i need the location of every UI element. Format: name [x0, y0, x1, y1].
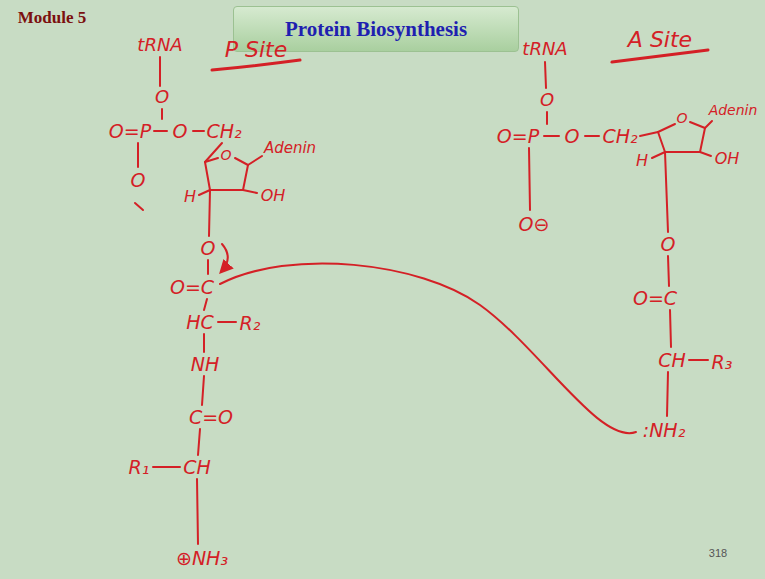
atom-label: OH [715, 151, 740, 167]
atom-label: P Site [225, 39, 288, 61]
label-text: O=P [497, 125, 539, 147]
atom-label: O [131, 171, 146, 190]
atom-label: tRNA [137, 36, 182, 54]
label-text: H [184, 187, 196, 206]
atom-label: O [173, 122, 188, 141]
label-text: O [565, 125, 580, 147]
atom-label: O=P [497, 127, 539, 146]
label-text: O [131, 169, 146, 191]
label-text: :NH₂ [643, 419, 686, 441]
module-label: Module 5 [18, 8, 86, 28]
atom-label: OH [261, 188, 286, 204]
atom-label: O [540, 91, 554, 109]
label-text: A Site [628, 27, 692, 52]
atom-label: A Site [628, 29, 692, 51]
atom-label: H [184, 189, 196, 205]
atom-label: Adenin [264, 141, 316, 156]
atom-label: O [661, 235, 676, 254]
label-text: O [155, 86, 169, 107]
atom-label: O [201, 239, 216, 258]
label-text: Adenin [709, 102, 758, 118]
atom-label: O⊖ [519, 215, 550, 234]
atom-label: O=C [633, 289, 677, 308]
atom-label: NH [191, 355, 220, 374]
label-text: O [676, 110, 687, 126]
label-text: CH₂ [206, 120, 241, 142]
label-text: 318 [709, 547, 727, 559]
label-text: O [220, 147, 231, 163]
atom-label: CH₂ [602, 127, 637, 146]
label-text: O=C [170, 276, 214, 298]
label-text: CH [658, 349, 686, 371]
label-text: O [173, 120, 188, 142]
atom-label: CH₂ [206, 122, 241, 141]
label-text: O [661, 233, 676, 255]
label-text: O [540, 89, 554, 110]
atom-label: CH [658, 351, 686, 370]
atom-label: tRNA [522, 40, 567, 58]
atom-label: C=O [189, 408, 233, 427]
label-text: C=O [189, 406, 233, 428]
atom-label: ⊕NH₃ [176, 549, 228, 568]
label-text: NH [191, 353, 220, 375]
atom-label: :NH₂ [643, 421, 686, 440]
atom-label: HC [186, 313, 214, 332]
label-text: O [201, 237, 216, 259]
label-text: P Site [225, 37, 288, 62]
atom-label: CH [183, 458, 211, 477]
label-text: OH [715, 149, 740, 168]
atom-label: R₁ [129, 458, 150, 477]
label-text: R₁ [129, 456, 150, 478]
label-text: Adenin [264, 139, 316, 157]
label-text: CH [183, 456, 211, 478]
atom-label: R₂ [240, 314, 261, 333]
atom-label: O=C [170, 278, 214, 297]
atom-label: O [220, 148, 231, 162]
label-text: R₂ [240, 312, 261, 334]
label-text: HC [186, 311, 214, 333]
atom-label: O=P [109, 122, 151, 141]
label-text: tRNA [522, 38, 567, 59]
label-text: O⊖ [519, 213, 550, 235]
atom-label: Adenin [709, 103, 758, 117]
label-text: H [636, 151, 648, 170]
page-number: 318 [709, 547, 727, 559]
label-text: O=P [109, 120, 151, 142]
atom-label: R₃ [712, 353, 733, 372]
slide-title: Protein Biosynthesis [285, 17, 467, 42]
label-text: OH [261, 186, 286, 205]
atom-label: O [155, 88, 169, 106]
label-text: Module 5 [18, 8, 86, 27]
atom-label: O [676, 111, 687, 125]
label-text: O=C [633, 287, 677, 309]
label-text: ⊕NH₃ [176, 547, 228, 569]
atom-label: O [565, 127, 580, 146]
label-text: tRNA [137, 34, 182, 55]
label-text: R₃ [712, 351, 733, 373]
label-text: CH₂ [602, 125, 637, 147]
atom-label: H [636, 153, 648, 169]
